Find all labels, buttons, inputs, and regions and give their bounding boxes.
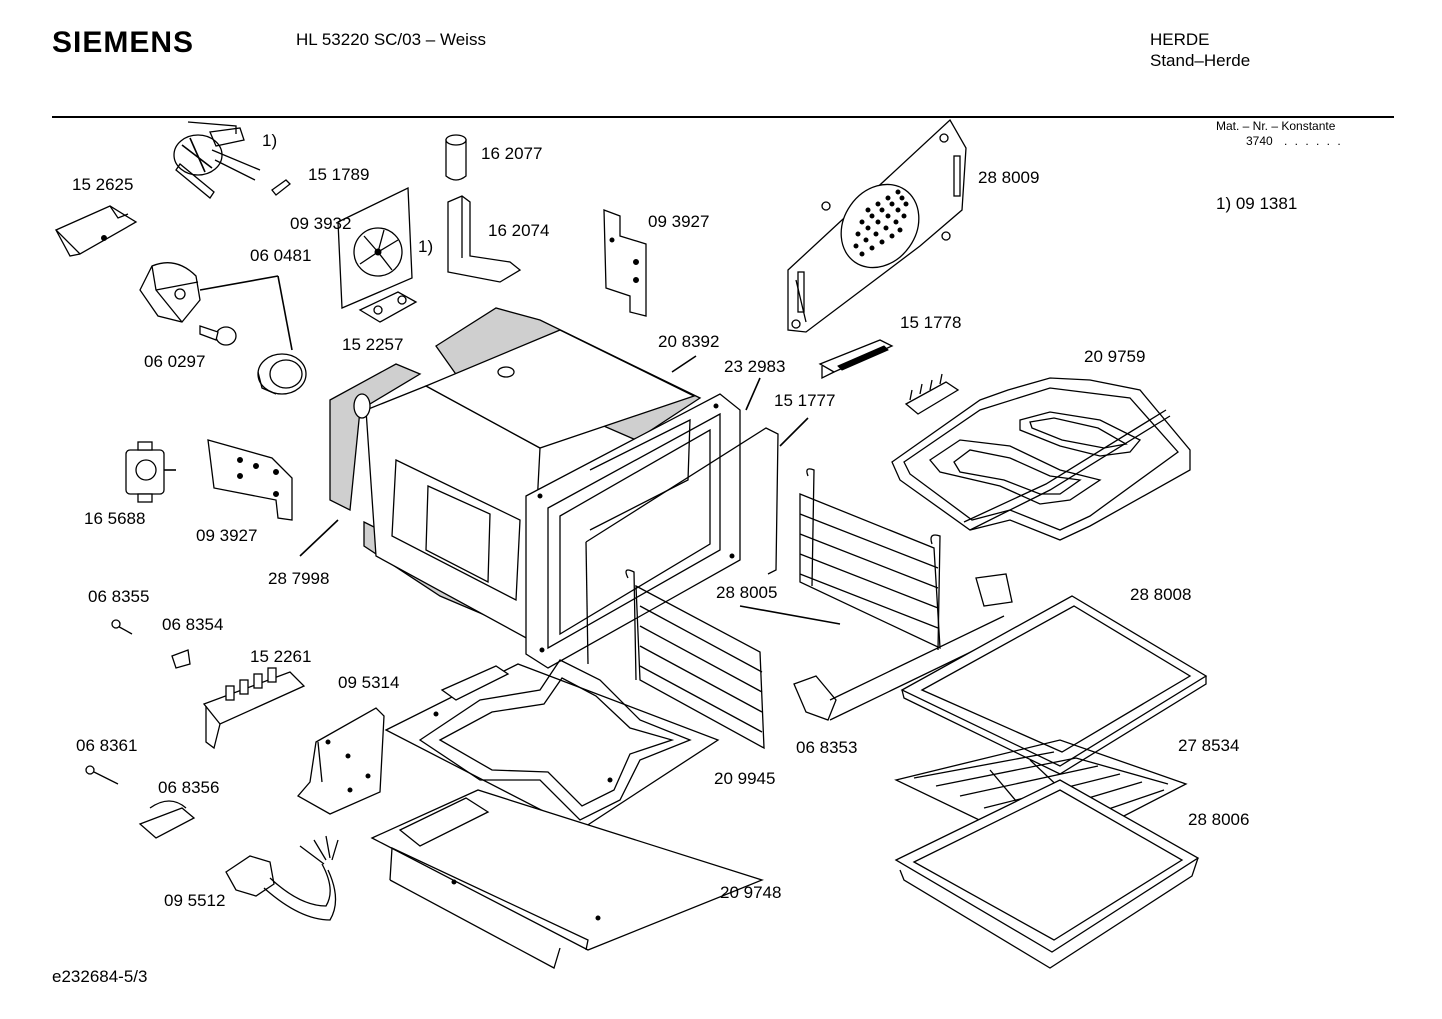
part-label-209748: 20 9748 (720, 883, 782, 902)
part-label-093932: 09 3932 (290, 214, 352, 233)
part-label-288009: 28 8009 (978, 168, 1040, 187)
part-label-288008: 28 8008 (1130, 585, 1192, 604)
part-label-208392: 20 8392 (658, 332, 720, 351)
category-line-2: Stand–Herde (1150, 51, 1251, 70)
part-label-165688: 16 5688 (84, 509, 146, 528)
bottom-element-209945 (384, 659, 720, 831)
lamp-socket-060481 (139, 262, 201, 323)
terminal-block-152261 (202, 667, 306, 750)
part-label-209759: 20 9759 (1084, 347, 1146, 366)
mat-dots: . . . . . . (1284, 134, 1343, 148)
part-label-095512: 09 5512 (164, 891, 226, 910)
switch-165688 (125, 441, 176, 503)
document-id: e232684-5/3 (52, 967, 148, 986)
part-label-068354: 06 8354 (162, 615, 224, 634)
lamp-bulb-060297 (199, 325, 237, 346)
door-seal-151777 (585, 427, 779, 665)
part-label-287998: 28 7998 (268, 569, 330, 588)
part-label-152261: 15 2261 (250, 647, 312, 666)
part-label-232983: 23 2983 (724, 357, 786, 376)
grill-element-209759 (891, 373, 1191, 541)
fan-cover-093932 (337, 186, 418, 323)
footnote-marker: 1) (418, 237, 434, 256)
part-label-093927: 09 3927 (648, 212, 710, 231)
perforation-pattern (853, 189, 909, 257)
mat-number: 3740 (1246, 134, 1273, 148)
bracket-093927-lower (207, 439, 293, 521)
screw-068361 (85, 765, 119, 785)
part-label-060481: 06 0481 (250, 246, 312, 265)
power-cable-095512 (225, 835, 339, 921)
leader-lines (199, 275, 841, 625)
part-label-288005: 28 8005 (716, 583, 778, 602)
part-151778 (818, 339, 894, 380)
part-label-068355: 06 8355 (88, 587, 150, 606)
side-rack-left-288005 (625, 569, 765, 750)
bracket-095314 (296, 707, 385, 815)
part-label-152257: 15 2257 (342, 335, 404, 354)
oven-cavity-287998 (329, 307, 741, 669)
part-label-278534: 27 8534 (1178, 736, 1240, 755)
part-label-095314: 09 5314 (338, 673, 400, 692)
header-divider (52, 116, 1394, 118)
category-line-1: HERDE (1150, 30, 1210, 49)
bracket-093927-top (603, 209, 647, 317)
footnote-marker: 1) (262, 131, 278, 150)
footnote: 1) 09 1381 (1216, 194, 1298, 213)
model-title: HL 53220 SC/03 – Weiss (296, 30, 486, 49)
part-label-152625: 15 2625 (72, 175, 134, 194)
bracket-152625 (54, 205, 138, 257)
clip-151789 (271, 179, 291, 196)
part-label-068356: 06 8356 (158, 778, 220, 797)
part-label-209945: 20 9945 (714, 769, 776, 788)
deep-tray-288006 (894, 779, 1200, 969)
part-label-151778: 15 1778 (900, 313, 962, 332)
rear-panel-288009 (787, 118, 967, 333)
bracket-162074 (447, 195, 522, 283)
baking-tray-288008 (900, 595, 1208, 775)
part-label-162074: 16 2074 (488, 221, 550, 240)
base-plate-209748 (370, 789, 764, 969)
cable-clamp-068356 (138, 800, 196, 839)
fan-motor-part (173, 121, 261, 199)
part-label-060297: 06 0297 (144, 352, 206, 371)
brand-logo: SIEMENS (52, 26, 195, 59)
sensor-162077 (445, 134, 467, 181)
part-label-093927: 09 3927 (196, 526, 258, 545)
screw-068355 (111, 619, 133, 635)
part-label-068361: 06 8361 (76, 736, 138, 755)
lamp-cover (257, 353, 307, 395)
part-label-288006: 28 8006 (1188, 810, 1250, 829)
part-label-162077: 16 2077 (481, 144, 543, 163)
part-label-151777: 15 1777 (774, 391, 836, 410)
clip-068354 (171, 649, 191, 669)
mat-label: Mat. – Nr. – Konstante (1216, 119, 1336, 133)
clip-small (975, 573, 1013, 607)
side-rack-right (799, 468, 941, 651)
part-label-068353: 06 8353 (796, 738, 858, 757)
part-label-151789: 15 1789 (308, 165, 370, 184)
